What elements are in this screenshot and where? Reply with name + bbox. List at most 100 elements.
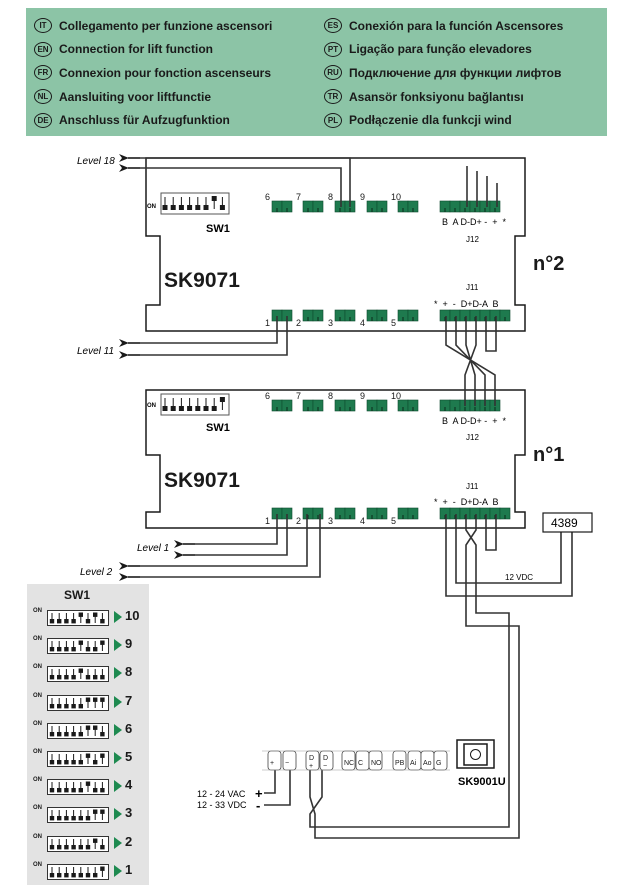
dip-switch-off (57, 619, 62, 624)
dip-switch-off (162, 205, 168, 210)
module-n1-label: n°1 (533, 444, 564, 466)
dip-switch-off (85, 844, 91, 849)
j12-label-n2: J12 (466, 235, 479, 244)
level-11-label: Level 11 (77, 346, 114, 357)
terminal-block-3 (334, 309, 356, 322)
play-arrow-icon (114, 864, 122, 877)
terminal-block-5 (397, 507, 419, 520)
dip-switch-setting (47, 835, 109, 852)
supply-ac-label: 12 - 24 VAC (197, 789, 246, 799)
dip-switch-n1 (160, 393, 230, 416)
terminal-number: 10 (391, 391, 401, 401)
dip-switch-off (49, 816, 55, 821)
terminal-number: 4 (360, 318, 365, 328)
language-code-badge: PT (324, 41, 342, 57)
level-1-label: Level 1 (137, 543, 169, 554)
dip-switch-off (100, 619, 105, 624)
power-voltage-label: 12 VDC (505, 573, 533, 582)
module-n1-model: SK9071 (164, 469, 240, 492)
dip-switch-off (93, 675, 98, 680)
dip-switch-setting (47, 638, 109, 655)
wire-level-2-a (140, 514, 308, 567)
panel-terminal-label: Ai (410, 760, 417, 767)
dip-switch-off (100, 675, 105, 680)
panel-terminal: Ao (420, 750, 435, 771)
level-number: 7 (125, 692, 133, 708)
dip-switch-off (219, 205, 225, 210)
supply-dc-label: 12 - 33 VDC (197, 800, 247, 810)
dip-switch-off (57, 675, 62, 680)
on-label: ON (33, 805, 42, 812)
level-number: 10 (125, 608, 140, 623)
connector-j11-n1 (439, 507, 511, 520)
terminal-number: 9 (360, 192, 365, 202)
jumper-a-b-n2 (485, 316, 497, 352)
dip-switch-off (71, 872, 76, 878)
language-code-badge: EN (34, 41, 52, 57)
wire-level-18-b (140, 167, 342, 207)
dip-switch-off (71, 703, 76, 708)
dip-switch-off (85, 647, 91, 652)
level-number: 6 (125, 720, 133, 736)
play-arrow-icon (114, 611, 122, 623)
dip-switch-off (187, 205, 193, 210)
terminal-number: 5 (391, 516, 396, 526)
dip-switch-off (71, 760, 76, 765)
panel-terminal: NO (368, 750, 383, 771)
dip-switch-off (49, 788, 55, 793)
dip-switch-off (49, 675, 55, 680)
terminal-number: 5 (391, 318, 396, 328)
on-label: ON (33, 861, 42, 868)
dip-switch-off (100, 844, 105, 849)
dip-switch-off (178, 205, 184, 210)
connector-j12-n2 (439, 200, 501, 213)
dip-switch-off (64, 760, 69, 765)
on-label: ON (33, 636, 42, 643)
connector-j11-n2 (439, 309, 511, 322)
dip-switch-on (78, 612, 83, 617)
language-caption: Connexion pour fonction ascenseurs (59, 65, 272, 80)
dip-switch-off (78, 816, 83, 821)
dip-switch-off (64, 844, 69, 849)
dip-switch-off (57, 703, 62, 708)
on-label: ON (33, 749, 42, 755)
language-code-badge: ES (324, 18, 342, 34)
terminal-number: 8 (328, 391, 333, 401)
panel-terminal: NC (341, 750, 356, 771)
wire-level-11-a (140, 316, 278, 344)
dip-switch-on (78, 668, 83, 674)
terminal-block-10 (397, 399, 419, 412)
level-number: 8 (125, 664, 133, 680)
language-caption: Ligação para função elevadores (349, 42, 532, 57)
sw1-table-title: SW1 (63, 588, 90, 602)
play-arrow-icon (114, 836, 122, 849)
dip-switch-off (85, 675, 91, 680)
dip-switch-on (100, 697, 105, 702)
dip-switch-setting (47, 863, 109, 880)
supply-minus-sign: - (256, 798, 260, 813)
panel-terminal-label: + (309, 763, 313, 770)
terminal-number: 1 (265, 318, 270, 328)
terminal-number: 6 (265, 192, 270, 202)
panel-terminal-label: Ao (423, 760, 432, 767)
power-supply-4389-box (542, 512, 593, 533)
dip-switch-setting (47, 779, 109, 796)
panel-terminal-label: − (323, 763, 327, 770)
dip-switch-off (57, 760, 62, 765)
dip-switch-off (71, 816, 76, 821)
dip-switch-off (85, 619, 91, 624)
panel-terminal-label: NO (371, 760, 382, 767)
j11-pins-n1: * + - D+D-A B (434, 497, 499, 507)
terminal-block-10 (397, 200, 419, 213)
dip-switch-on (100, 640, 105, 646)
level-number: 1 (125, 861, 133, 877)
dip-switch-off (170, 205, 176, 210)
wire-4389-minus (445, 514, 573, 597)
